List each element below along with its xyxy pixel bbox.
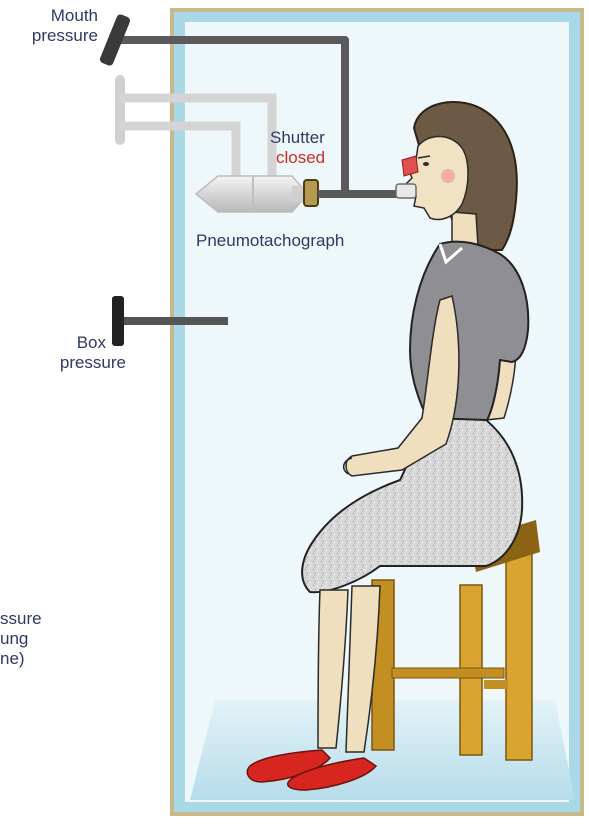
partial-left-label-line3: ne) xyxy=(0,649,42,669)
box-pressure-label-line1: Box xyxy=(0,333,126,353)
shutter-state-label: closed xyxy=(270,148,325,168)
pneumotachograph-label-text: Pneumotachograph xyxy=(196,231,344,250)
nose-clip xyxy=(402,156,418,176)
shutter-element xyxy=(304,180,318,206)
pneumotachograph-label: Pneumotachograph xyxy=(196,231,344,251)
mouth-pressure-label: Mouth pressure xyxy=(0,6,98,46)
pneumotachograph-device xyxy=(196,176,308,212)
mouth-pressure-label-line2: pressure xyxy=(0,26,98,46)
box-pressure-label: Box pressure xyxy=(0,333,126,373)
partial-left-label-line1: ssure xyxy=(0,609,42,629)
shutter-label: Shutter closed xyxy=(270,128,325,168)
box-pressure-label-line2: pressure xyxy=(0,353,126,373)
shutter-label-line1: Shutter xyxy=(270,128,325,148)
partial-left-label-line2: ung xyxy=(0,629,42,649)
partial-left-label: ssure ung ne) xyxy=(0,609,42,669)
mouth-pressure-label-line1: Mouth xyxy=(0,6,98,26)
